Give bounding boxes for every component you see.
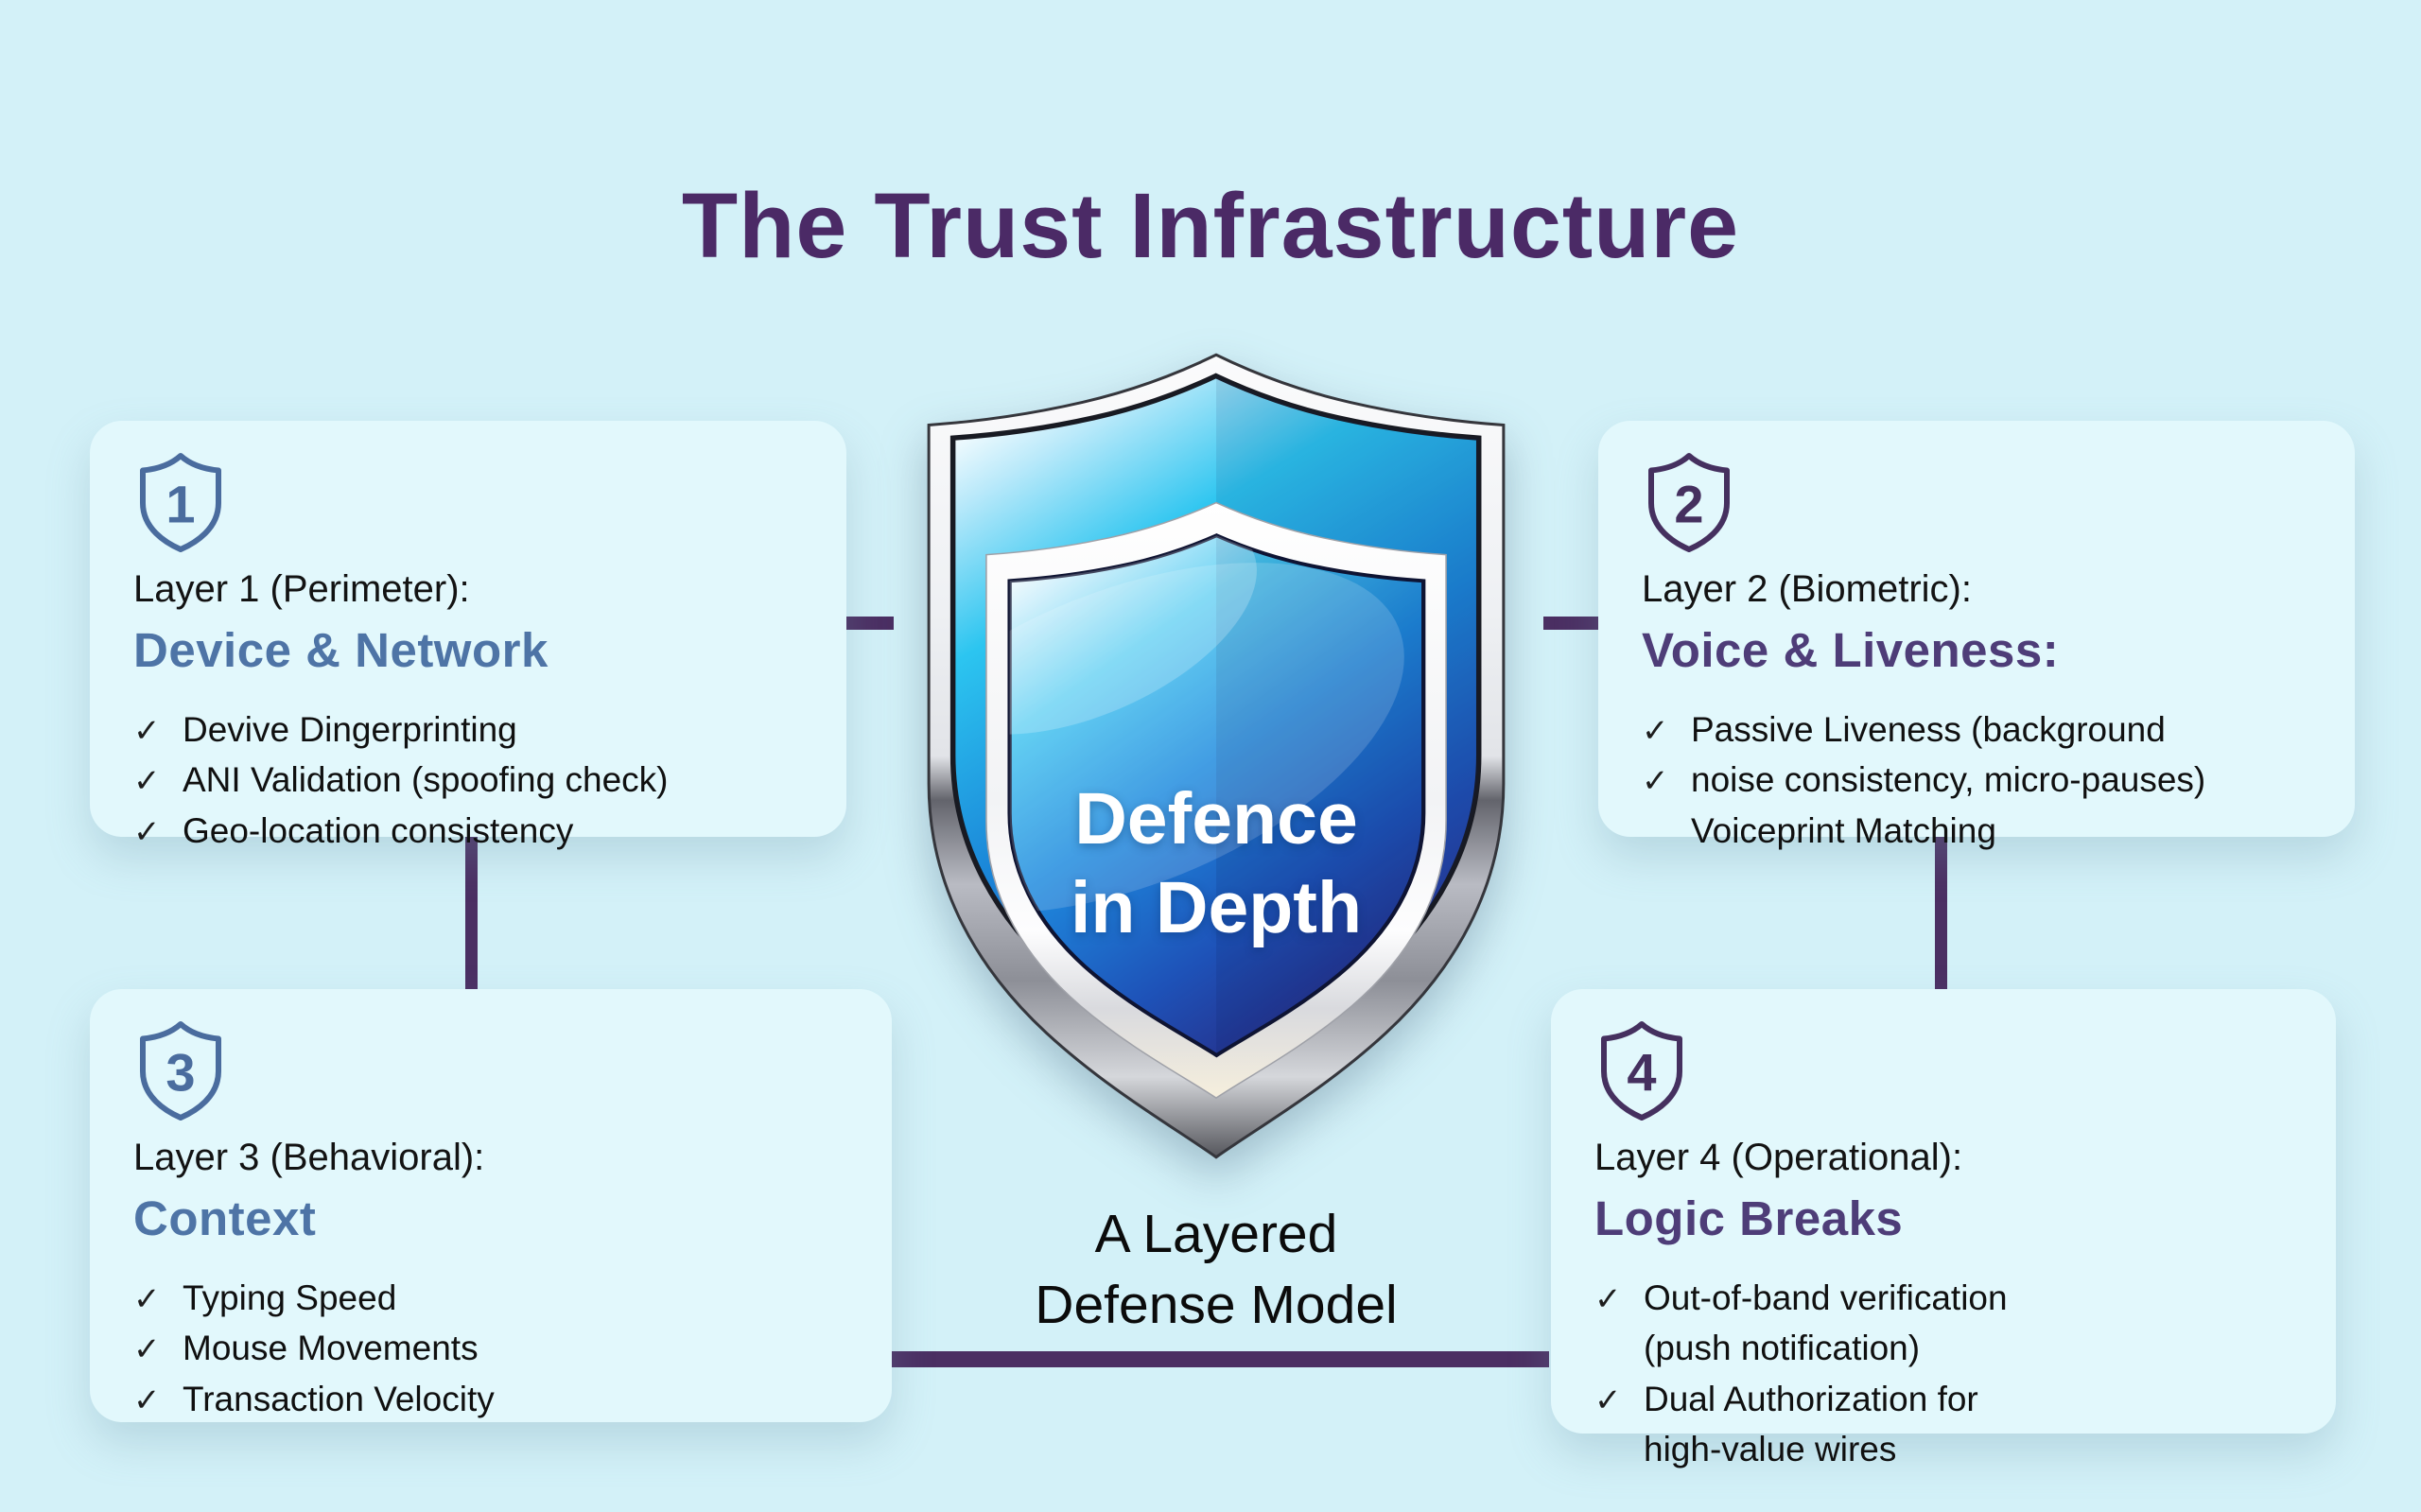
- list-item-text: Voiceprint Matching: [1691, 810, 1996, 850]
- shield-label-line2: in Depth: [1071, 866, 1362, 948]
- page-title: The Trust Infrastructure: [681, 173, 1740, 277]
- badge-number: 3: [165, 1042, 196, 1103]
- card-heading: Voice & Liveness:: [1642, 623, 2060, 677]
- shield-number-4-icon: 4: [1594, 1017, 1689, 1123]
- list-item: (push notification): [1594, 1323, 2292, 1373]
- list-item-text: Devive Dingerprinting: [183, 710, 517, 749]
- check-icon: ✓: [1594, 1382, 1622, 1418]
- card-heading: Context: [133, 1191, 317, 1245]
- checklist: ✓ Out-of-band verification (push notifica…: [1594, 1273, 2292, 1474]
- shield-illustration: [927, 353, 1506, 1159]
- card-heading: Device & Network: [133, 623, 549, 677]
- check-icon: ✓: [133, 813, 161, 850]
- connector-shield-card2: [1543, 617, 1600, 630]
- list-item-text: Mouse Movements: [183, 1329, 479, 1368]
- defence-shield-graphic: Defence in Depth: [889, 339, 1543, 1175]
- list-item: ✓ noise consistency, micro-pauses): [1642, 755, 2311, 805]
- list-item: ✓ Mouse Movements: [133, 1323, 848, 1373]
- list-item-text: Geo-location consistency: [183, 810, 574, 850]
- check-icon: ✓: [133, 1331, 161, 1368]
- shield-label: Defence in Depth: [889, 775, 1543, 953]
- check-icon: ✓: [1642, 763, 1669, 800]
- list-item-text: Passive Liveness (background: [1691, 710, 2166, 749]
- list-item-text: ANI Validation (spoofing check): [183, 760, 669, 800]
- layer-card-3: 3 Layer 3 (Behavioral): Context ✓ Typing …: [90, 989, 892, 1422]
- checklist: ✓ Devive Dingerprinting ✓ ANI Validation (…: [133, 704, 803, 856]
- list-item-text: Dual Authorization for: [1644, 1379, 1978, 1418]
- connector-card1-shield: [846, 617, 894, 630]
- card-heading: Logic Breaks: [1594, 1191, 1904, 1245]
- layer-label: Layer 1 (Perimeter):: [133, 568, 470, 610]
- check-icon: ✓: [133, 1281, 161, 1317]
- layer-label: Layer 4 (Operational):: [1594, 1137, 1963, 1178]
- check-icon: ✓: [133, 763, 161, 800]
- list-item-text: Out-of-band verification: [1644, 1278, 2008, 1317]
- list-item: Voiceprint Matching: [1642, 806, 2311, 856]
- checklist: ✓ Passive Liveness (background ✓ noise con…: [1642, 704, 2311, 856]
- connector-card2-card4: [1935, 836, 1947, 991]
- shield-label-line1: Defence: [1074, 778, 1358, 860]
- list-item-text: noise consistency, micro-pauses): [1691, 760, 2206, 800]
- list-item: ✓ Devive Dingerprinting: [133, 704, 803, 755]
- badge-number: 1: [165, 474, 196, 534]
- check-icon: ✓: [1594, 1281, 1622, 1317]
- list-item: ✓ Geo-location consistency: [133, 806, 803, 856]
- list-item: ✓ ANI Validation (spoofing check): [133, 755, 803, 805]
- check-icon: ✓: [133, 1382, 161, 1418]
- layer-card-1: 1 Layer 1 (Perimeter): Device & Network …: [90, 421, 846, 850]
- list-item-text: Typing Speed: [183, 1278, 397, 1317]
- shield-number-2-icon: 2: [1642, 449, 1736, 555]
- check-icon: ✓: [1642, 713, 1669, 749]
- connector-card1-card3: [465, 836, 478, 991]
- shield-caption: A Layered Defense Model: [889, 1199, 1543, 1341]
- list-item: high-value wires: [1594, 1424, 2292, 1474]
- layer-label: Layer 2 (Biometric):: [1642, 568, 1972, 610]
- list-item: ✓ Typing Speed: [133, 1273, 848, 1323]
- badge-number: 2: [1674, 474, 1704, 534]
- list-item: ✓ Out-of-band verification: [1594, 1273, 2292, 1323]
- shield-caption-line1: A Layered: [1094, 1204, 1338, 1264]
- list-item-text: high-value wires: [1644, 1429, 1897, 1469]
- shield-number-1-icon: 1: [133, 449, 228, 555]
- shield-caption-line2: Defense Model: [1035, 1275, 1398, 1336]
- list-item: ✓ Dual Authorization for: [1594, 1374, 2292, 1424]
- layer-card-4: 4 Layer 4 (Operational): Logic Breaks ✓ O…: [1551, 989, 2336, 1469]
- badge-number: 4: [1627, 1042, 1657, 1103]
- list-item: ✓ Passive Liveness (background: [1642, 704, 2311, 755]
- list-item-text: (push notification): [1644, 1329, 1921, 1368]
- checklist: ✓ Typing Speed ✓ Mouse Movements ✓ Transact…: [133, 1273, 848, 1424]
- list-item: ✓ Transaction Velocity: [133, 1374, 848, 1424]
- connector-card3-card4: [890, 1351, 1549, 1367]
- list-item-text: Transaction Velocity: [183, 1379, 495, 1418]
- shield-number-3-icon: 3: [133, 1017, 228, 1123]
- layer-label: Layer 3 (Behavioral):: [133, 1137, 485, 1178]
- check-icon: ✓: [133, 713, 161, 749]
- layer-card-2: 2 Layer 2 (Biometric): Voice & Liveness:…: [1598, 421, 2355, 850]
